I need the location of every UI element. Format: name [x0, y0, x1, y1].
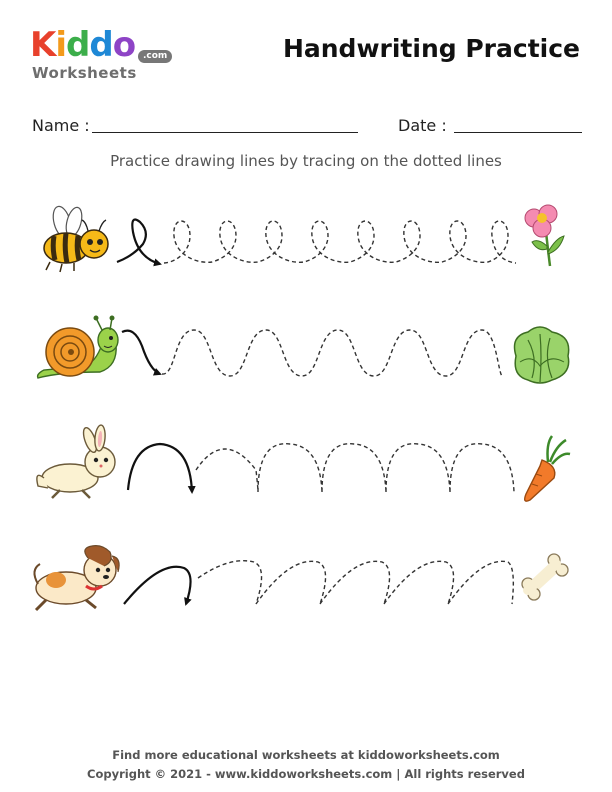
footer-promo: Find more educational worksheets at kidd…	[112, 748, 500, 762]
logo-letter: K	[30, 25, 56, 65]
logo-com-badge: .com	[138, 50, 173, 63]
instructions: Practice drawing lines by tracing on the…	[110, 152, 502, 170]
dog-icon	[33, 545, 120, 612]
logo-wordmark: Kiddo	[30, 25, 136, 65]
bone-icon	[521, 553, 569, 601]
solid-loop-guide	[116, 218, 162, 267]
snail-icon	[36, 315, 119, 379]
dotted-hump-trace	[197, 560, 515, 605]
name-field[interactable]	[92, 132, 358, 133]
date-field[interactable]	[454, 132, 582, 133]
bee-icon	[43, 205, 109, 273]
logo-letter: d	[66, 25, 90, 65]
dotted-arch-trace	[195, 443, 515, 493]
dotted-wave-trace	[161, 329, 503, 377]
name-label: Name :	[32, 116, 90, 135]
solid-arch-guide	[126, 442, 196, 494]
page-title: Handwriting Practice	[282, 34, 580, 63]
solid-hump-guide	[123, 565, 192, 606]
logo-letter: d	[89, 25, 113, 65]
solid-wave-guide	[121, 329, 162, 376]
logo-letter: o	[112, 25, 136, 65]
carrot-icon	[523, 435, 571, 502]
footer-copyright: Copyright © 2021 - www.kiddoworksheets.c…	[87, 767, 525, 781]
date-label: Date :	[398, 116, 447, 135]
rabbit-icon	[36, 424, 116, 499]
kiddo-logo: Kiddo .com Worksheets	[30, 26, 180, 86]
logo-letter: i	[55, 25, 67, 65]
lettuce-icon	[513, 326, 570, 384]
flower-icon	[524, 204, 565, 267]
dotted-loop-trace	[163, 220, 517, 264]
logo-subtitle: Worksheets	[32, 64, 137, 82]
